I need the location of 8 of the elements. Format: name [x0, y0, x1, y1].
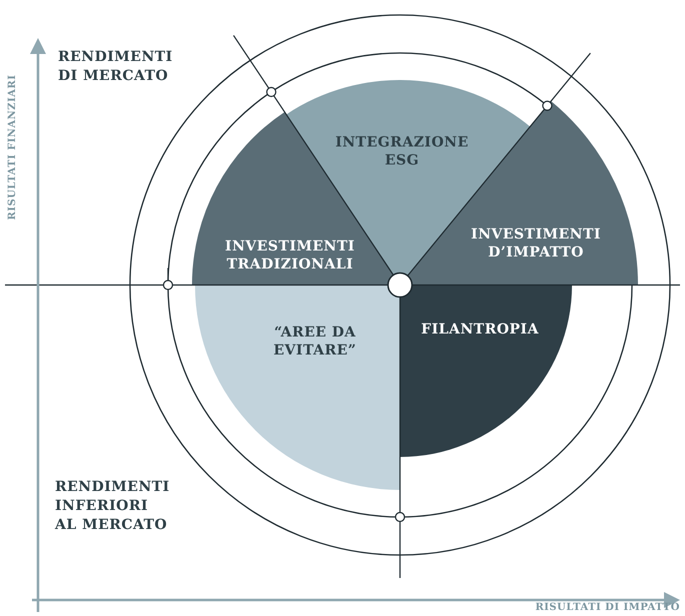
axis-title: RISULTATI FINANZIARI: [6, 74, 19, 220]
sector-label: INTEGRAZIONE ESG: [334, 134, 470, 170]
sector-label: FILANTROPIA: [420, 321, 540, 339]
sector-label: INVESTIMENTI TRADIZIONALI: [224, 238, 356, 274]
sector-label: INVESTIMENTI D’IMPATTO: [470, 226, 602, 262]
axis-note: RENDIMENTI INFERIORI AL MERCATO: [55, 478, 171, 535]
axis-note: RENDIMENTI DI MERCATO: [58, 48, 174, 86]
sector-label: “AREE DA EVITARE”: [272, 324, 358, 360]
